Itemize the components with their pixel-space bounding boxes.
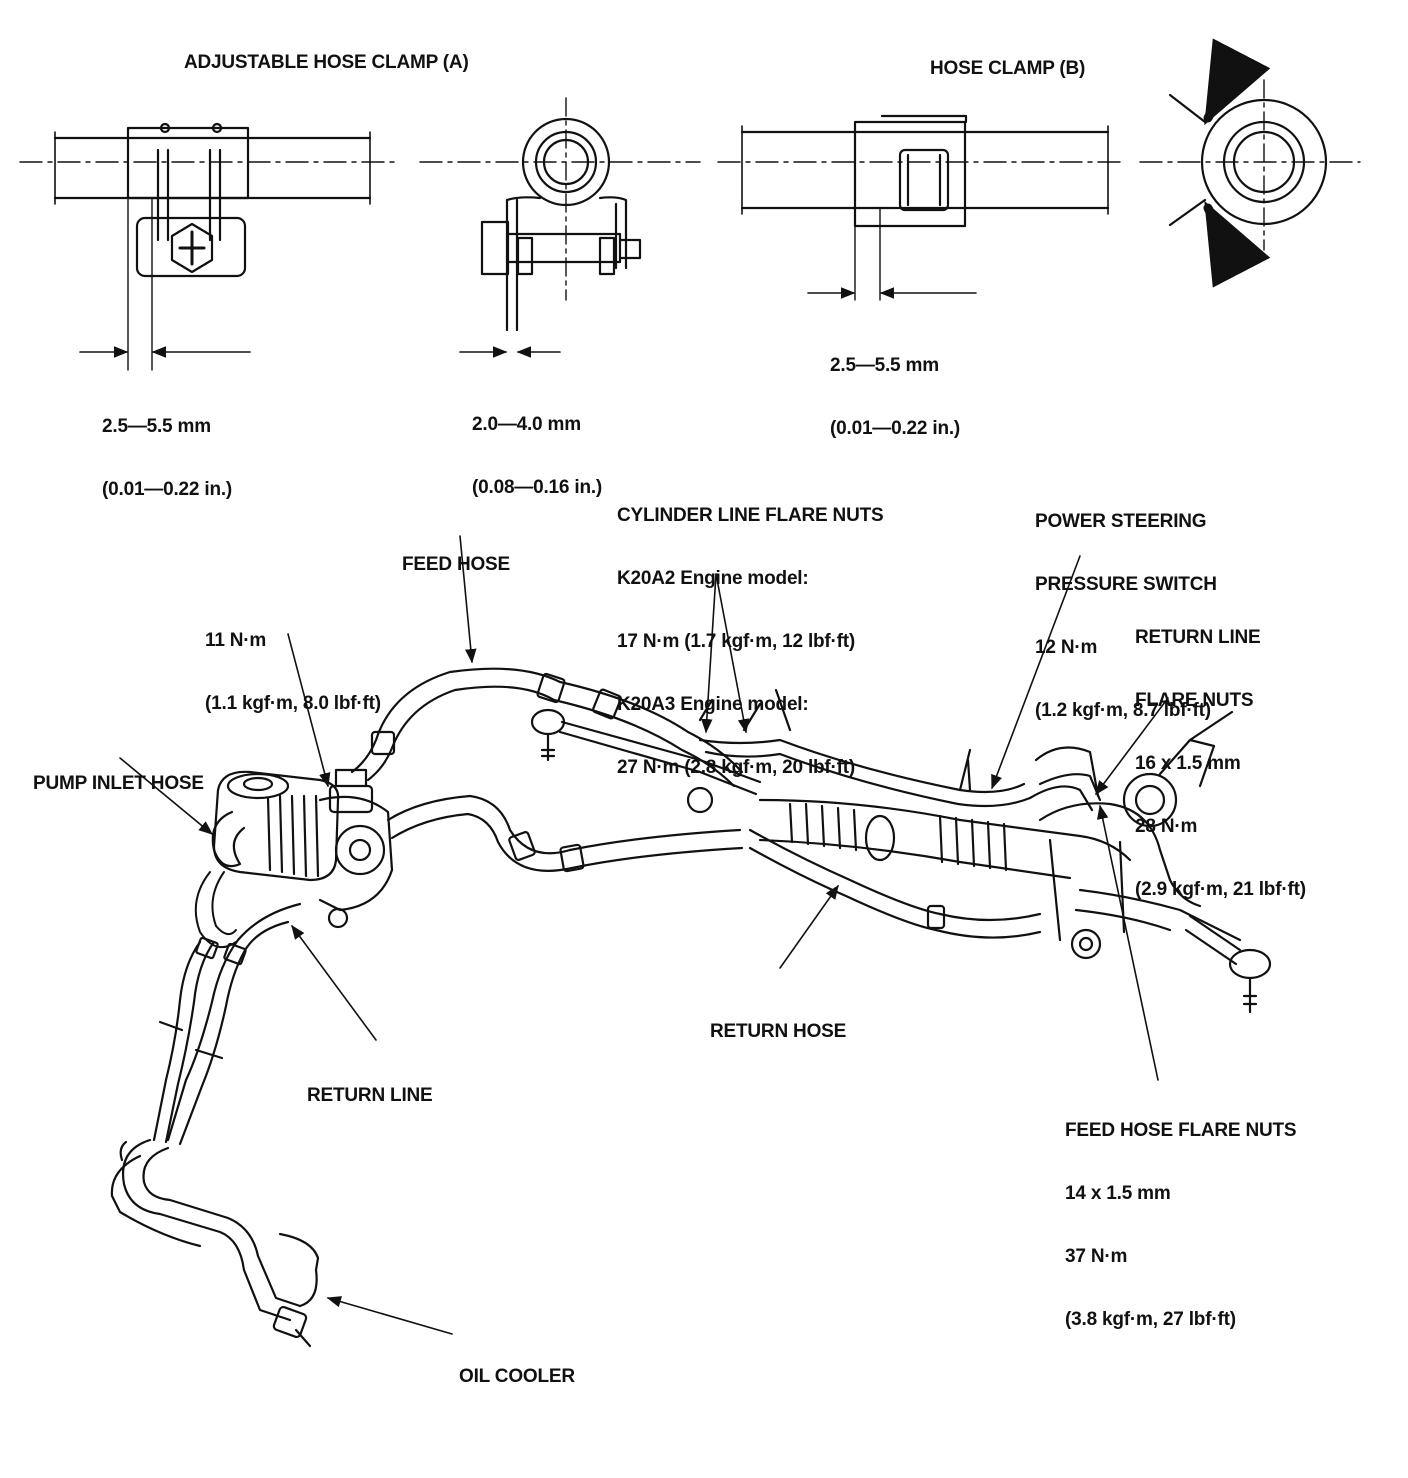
label-pump-inlet-hose: PUMP INLET HOSE (33, 773, 204, 794)
clamp-b-dimension: 2.5—5.5 mm (0.01—0.22 in.) (830, 355, 961, 439)
clamp-b-side-view (717, 114, 1121, 301)
label-return-line-flare-nuts: RETURN LINE FLARE NUTS 16 x 1.5 mm 28 N·… (1135, 627, 1306, 900)
feed-hose (350, 667, 744, 788)
label-return-hose: RETURN HOSE (710, 1021, 847, 1042)
clamp-a-side-view (19, 122, 401, 371)
steering-gearbox (758, 710, 1242, 960)
oil-cooler (110, 1138, 320, 1348)
label-oil-cooler: OIL COOLER (459, 1366, 575, 1387)
label-torque-11nm: 11 N·m (1.1 kgf·m, 8.0 lbf·ft) (205, 630, 381, 714)
pump-inlet-hose (194, 871, 237, 949)
label-power-steering-pressure-switch: POWER STEERING PRESSURE SWITCH 12 N·m (1… (1035, 511, 1217, 721)
return-hose (386, 794, 1042, 939)
tie-rod-left (530, 708, 762, 814)
power-steering-pump (211, 768, 394, 929)
clamp-b-title: HOSE CLAMP (B) (930, 58, 1086, 79)
leader-lines (119, 535, 1169, 1335)
clamp-a-dimension-1: 2.5—5.5 mm (0.01—0.22 in.) (102, 416, 233, 500)
return-line (152, 902, 302, 1146)
clamp-a-end-view (419, 97, 701, 358)
label-cylinder-line-flare-nuts: CYLINDER LINE FLARE NUTS K20A2 Engine mo… (617, 505, 884, 778)
clamp-b-end-view (1139, 38, 1361, 288)
clamp-a-title: ADJUSTABLE HOSE CLAMP (A) (184, 52, 469, 73)
cylinder-lines (698, 688, 1102, 812)
tie-rod-right (1184, 914, 1272, 1014)
label-return-line: RETURN LINE (307, 1085, 433, 1106)
clamp-a-dimension-2: 2.0—4.0 mm (0.08—0.16 in.) (472, 414, 603, 498)
label-feed-hose: FEED HOSE (402, 554, 510, 575)
label-feed-hose-flare-nuts: FEED HOSE FLARE NUTS 14 x 1.5 mm 37 N·m … (1065, 1120, 1297, 1330)
